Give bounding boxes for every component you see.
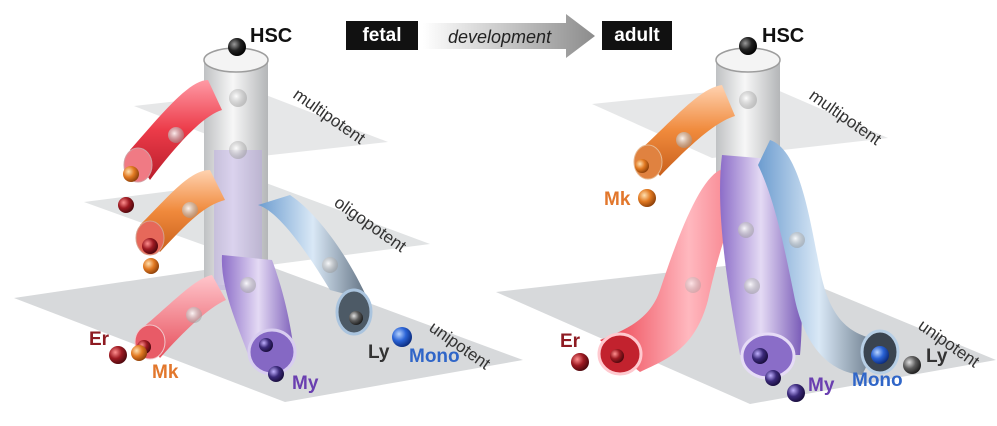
hsc-cell-fetal [228,38,246,56]
ly-label-fetal: Ly [368,342,390,363]
fetal-panel: HSC multipotent oligopotent unipotent Er… [14,25,523,402]
ly-cell-adult [903,356,921,374]
adult-panel: HSC multipotent unipotent Mk Er My Mono … [496,25,996,404]
my-label-fetal: My [292,373,319,394]
mono-cell-fetal [392,327,412,347]
my-cell-adult [787,384,805,402]
mono-label-fetal: Mono [409,346,460,367]
development-label: development [448,27,552,47]
hsc-label-fetal: HSC [250,25,292,47]
er-cell-fetal [109,346,127,364]
er-label-fetal: Er [89,329,110,350]
mk-cell-adult [638,189,656,207]
er-label-adult: Er [560,331,581,352]
er-cell-adult [571,353,589,371]
mk-cell-fetal [131,345,147,361]
my-label-adult: My [808,375,835,396]
development-arrow: development [423,14,595,58]
hsc-cell-adult [739,37,757,55]
ly-label-adult: Ly [926,346,948,367]
mk-label-fetal: Mk [152,362,179,383]
mk-label-adult: Mk [604,189,631,210]
mono-cell-adult [871,346,889,364]
hsc-label-adult: HSC [762,25,804,47]
mono-label-adult: Mono [852,370,903,391]
